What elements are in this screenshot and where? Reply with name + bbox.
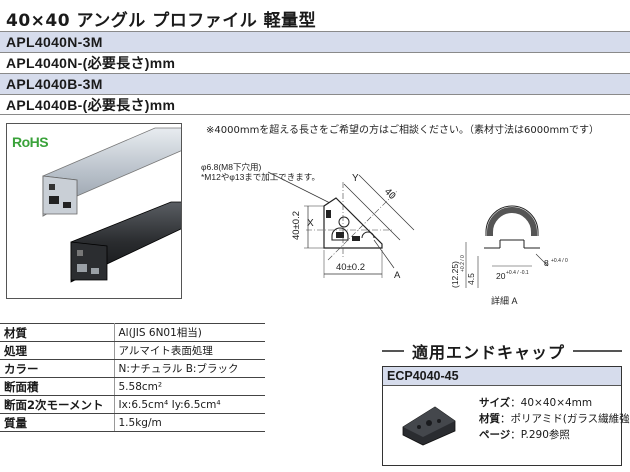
detail-a-drawing bbox=[484, 205, 540, 249]
cap-material-label: 材質 bbox=[479, 413, 500, 425]
dim-8-tolerance: +0.4 / 0 bbox=[551, 258, 568, 264]
end-cap-heading: 適用エンドキャップ bbox=[382, 339, 622, 363]
hole-note: φ6.8(M8下穴用) bbox=[201, 162, 261, 172]
end-cap-model: ECP4040-45 bbox=[383, 367, 621, 386]
product-code: APL4040B-3M bbox=[0, 73, 630, 94]
dim-12-25: (12.25) bbox=[450, 261, 460, 288]
spec-value: Ix:6.5cm⁴ Iy:6.5cm⁴ bbox=[114, 395, 265, 414]
page-title: 40×40 アングル プロファイル 軽量型 bbox=[6, 11, 317, 31]
cap-material-value: ：ポリアミド(ガラス繊維強化) bbox=[500, 413, 630, 425]
cap-size-value: ：40×40×4mm bbox=[510, 397, 593, 409]
spec-label: 材質 bbox=[0, 323, 115, 342]
detail-marker: A bbox=[394, 270, 401, 281]
detail-a-label: 詳細 A bbox=[491, 295, 518, 306]
end-cap-heading-text: 適用エンドキャップ bbox=[404, 339, 574, 363]
axis-y-label: Y bbox=[352, 173, 359, 184]
length-note: ※4000mmを超える長さをご希望の方はご相談ください。（素材寸法は6000mm… bbox=[206, 125, 599, 136]
product-code: APL4040N-(必要長さ)mm bbox=[0, 52, 630, 73]
machining-note: *M12やφ13まで加工できます。 bbox=[201, 172, 320, 182]
product-photo: RoHS bbox=[6, 123, 182, 299]
spec-value: アルマイト表面処理 bbox=[114, 341, 265, 360]
cap-page-label: ページ bbox=[479, 429, 511, 441]
end-cap-panel: ECP4040-45 サイズ：40×40×4mm 材質：ポリアミド(ガラス繊維強… bbox=[382, 366, 630, 466]
axis-x-label: X bbox=[307, 218, 314, 229]
product-code-list: APL4040N-3M APL4040N-(必要長さ)mm APL4040B-3… bbox=[0, 31, 630, 115]
cap-page-value: ：P.290参照 bbox=[510, 429, 570, 441]
spec-value: 5.58cm² bbox=[114, 377, 265, 396]
spec-label: 質量 bbox=[0, 413, 115, 432]
cap-size-label: サイズ bbox=[479, 397, 511, 409]
dim-width: 40±0.2 bbox=[336, 262, 365, 273]
spec-label: 断面積 bbox=[0, 377, 115, 396]
spec-table: 材質 Al(JIS 6N01相当) 処理 アルマイト表面処理 カラー N:ナチュ… bbox=[0, 323, 265, 432]
spec-row: 断面積 5.58cm² bbox=[0, 377, 265, 396]
product-code: APL4040N-3M bbox=[0, 31, 630, 52]
spec-value: Al(JIS 6N01相当) bbox=[114, 323, 265, 342]
spec-value: 1.5kg/m bbox=[114, 413, 265, 432]
spec-label: 処理 bbox=[0, 341, 115, 360]
dim-4-5-tolerance: +0.2 / 0 bbox=[460, 255, 466, 272]
profile-cross-section bbox=[323, 197, 383, 249]
spec-row: 断面2次モーメント Ix:6.5cm⁴ Iy:6.5cm⁴ bbox=[0, 395, 265, 414]
product-code: APL4040B-(必要長さ)mm bbox=[0, 94, 630, 115]
spec-row: カラー N:ナチュラル B:ブラック bbox=[0, 359, 265, 378]
profile-photo-illustration bbox=[42, 127, 181, 283]
dim-20: 20 bbox=[496, 271, 506, 281]
spec-row: 処理 アルマイト表面処理 bbox=[0, 341, 265, 360]
spec-row: 質量 1.5kg/m bbox=[0, 413, 265, 432]
dim-4-5: 4.5 bbox=[466, 273, 476, 285]
end-cap-specs: サイズ：40×40×4mm 材質：ポリアミド(ガラス繊維強化) ページ：P.29… bbox=[479, 395, 630, 443]
spec-label: 断面2次モーメント bbox=[0, 395, 115, 414]
end-cap-image bbox=[402, 406, 456, 446]
rohs-logo: RoHS bbox=[12, 134, 49, 150]
dim-height: 40±0.2 bbox=[291, 211, 302, 240]
spec-value: N:ナチュラル B:ブラック bbox=[114, 359, 265, 378]
spec-row: 材質 Al(JIS 6N01相当) bbox=[0, 323, 265, 342]
cross-section-drawing: φ6.8(M8下穴用) *M12やφ13まで加工できます。 Y X 40 40±… bbox=[201, 162, 568, 306]
dim-8: 8 bbox=[544, 258, 549, 268]
spec-label: カラー bbox=[0, 359, 115, 378]
dim-20-tolerance: +0.4 / -0.1 bbox=[506, 270, 529, 276]
